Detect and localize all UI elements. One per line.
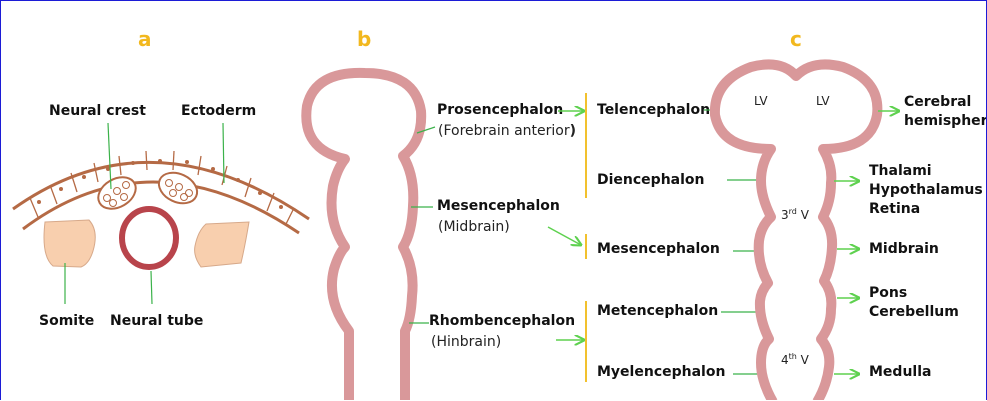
label-lateral-ventricle-left: LV <box>754 94 768 108</box>
neural-crest-cluster-right <box>154 167 202 209</box>
label-medulla: Medulla <box>869 364 931 380</box>
label-mesencephalon-secondary: Mesencephalon <box>597 241 720 257</box>
primary-brain-vesicles <box>306 73 421 400</box>
label-cerebral: Cerebral <box>904 94 971 110</box>
panel-letter-b: b <box>357 27 371 51</box>
label-forebrain-anterior: (Forebrain anterior) <box>438 123 576 139</box>
label-hypothalamus: Hypothalamus <box>869 182 983 198</box>
neural-crest-cluster-left <box>93 171 142 215</box>
neural-tube-shape <box>122 209 176 267</box>
secondary-brain-vesicles <box>715 64 877 400</box>
label-hemispheres: hemispheres <box>904 113 986 129</box>
label-neural-tube: Neural tube <box>110 313 203 329</box>
label-lateral-ventricle-right: LV <box>816 94 830 108</box>
label-prosencephalon: Prosencephalon <box>437 102 563 118</box>
label-mesencephalon-primary: Mesencephalon <box>437 198 560 214</box>
somite-right <box>195 222 249 267</box>
label-somite: Somite <box>39 313 94 329</box>
label-fourth-ventricle: 4th V <box>781 352 810 367</box>
panel-letter-c: c <box>790 27 802 51</box>
label-ectoderm: Ectoderm <box>181 103 256 119</box>
label-metencephalon: Metencephalon <box>597 303 718 319</box>
primary-to-secondary-arrows <box>548 111 584 340</box>
label-retina: Retina <box>869 201 920 217</box>
panel-a-leader-lines <box>65 123 224 304</box>
label-telencephalon: Telencephalon <box>597 102 710 118</box>
label-hindbrain-primary: (Hinbrain) <box>431 334 501 350</box>
label-rhombencephalon: Rhombencephalon <box>429 313 575 329</box>
label-diencephalon: Diencephalon <box>597 172 705 188</box>
label-myelencephalon: Myelencephalon <box>597 364 725 380</box>
label-neural-crest: Neural crest <box>49 103 146 119</box>
label-midbrain-primary: (Midbrain) <box>438 219 510 235</box>
somite-left <box>44 220 95 267</box>
label-cerebellum: Cerebellum <box>869 304 959 320</box>
panel-letter-a: a <box>138 27 152 51</box>
label-pons: Pons <box>869 285 907 301</box>
label-thalami: Thalami <box>869 163 932 179</box>
label-midbrain-adult: Midbrain <box>869 241 939 257</box>
label-third-ventricle: 3rd V <box>781 207 810 222</box>
